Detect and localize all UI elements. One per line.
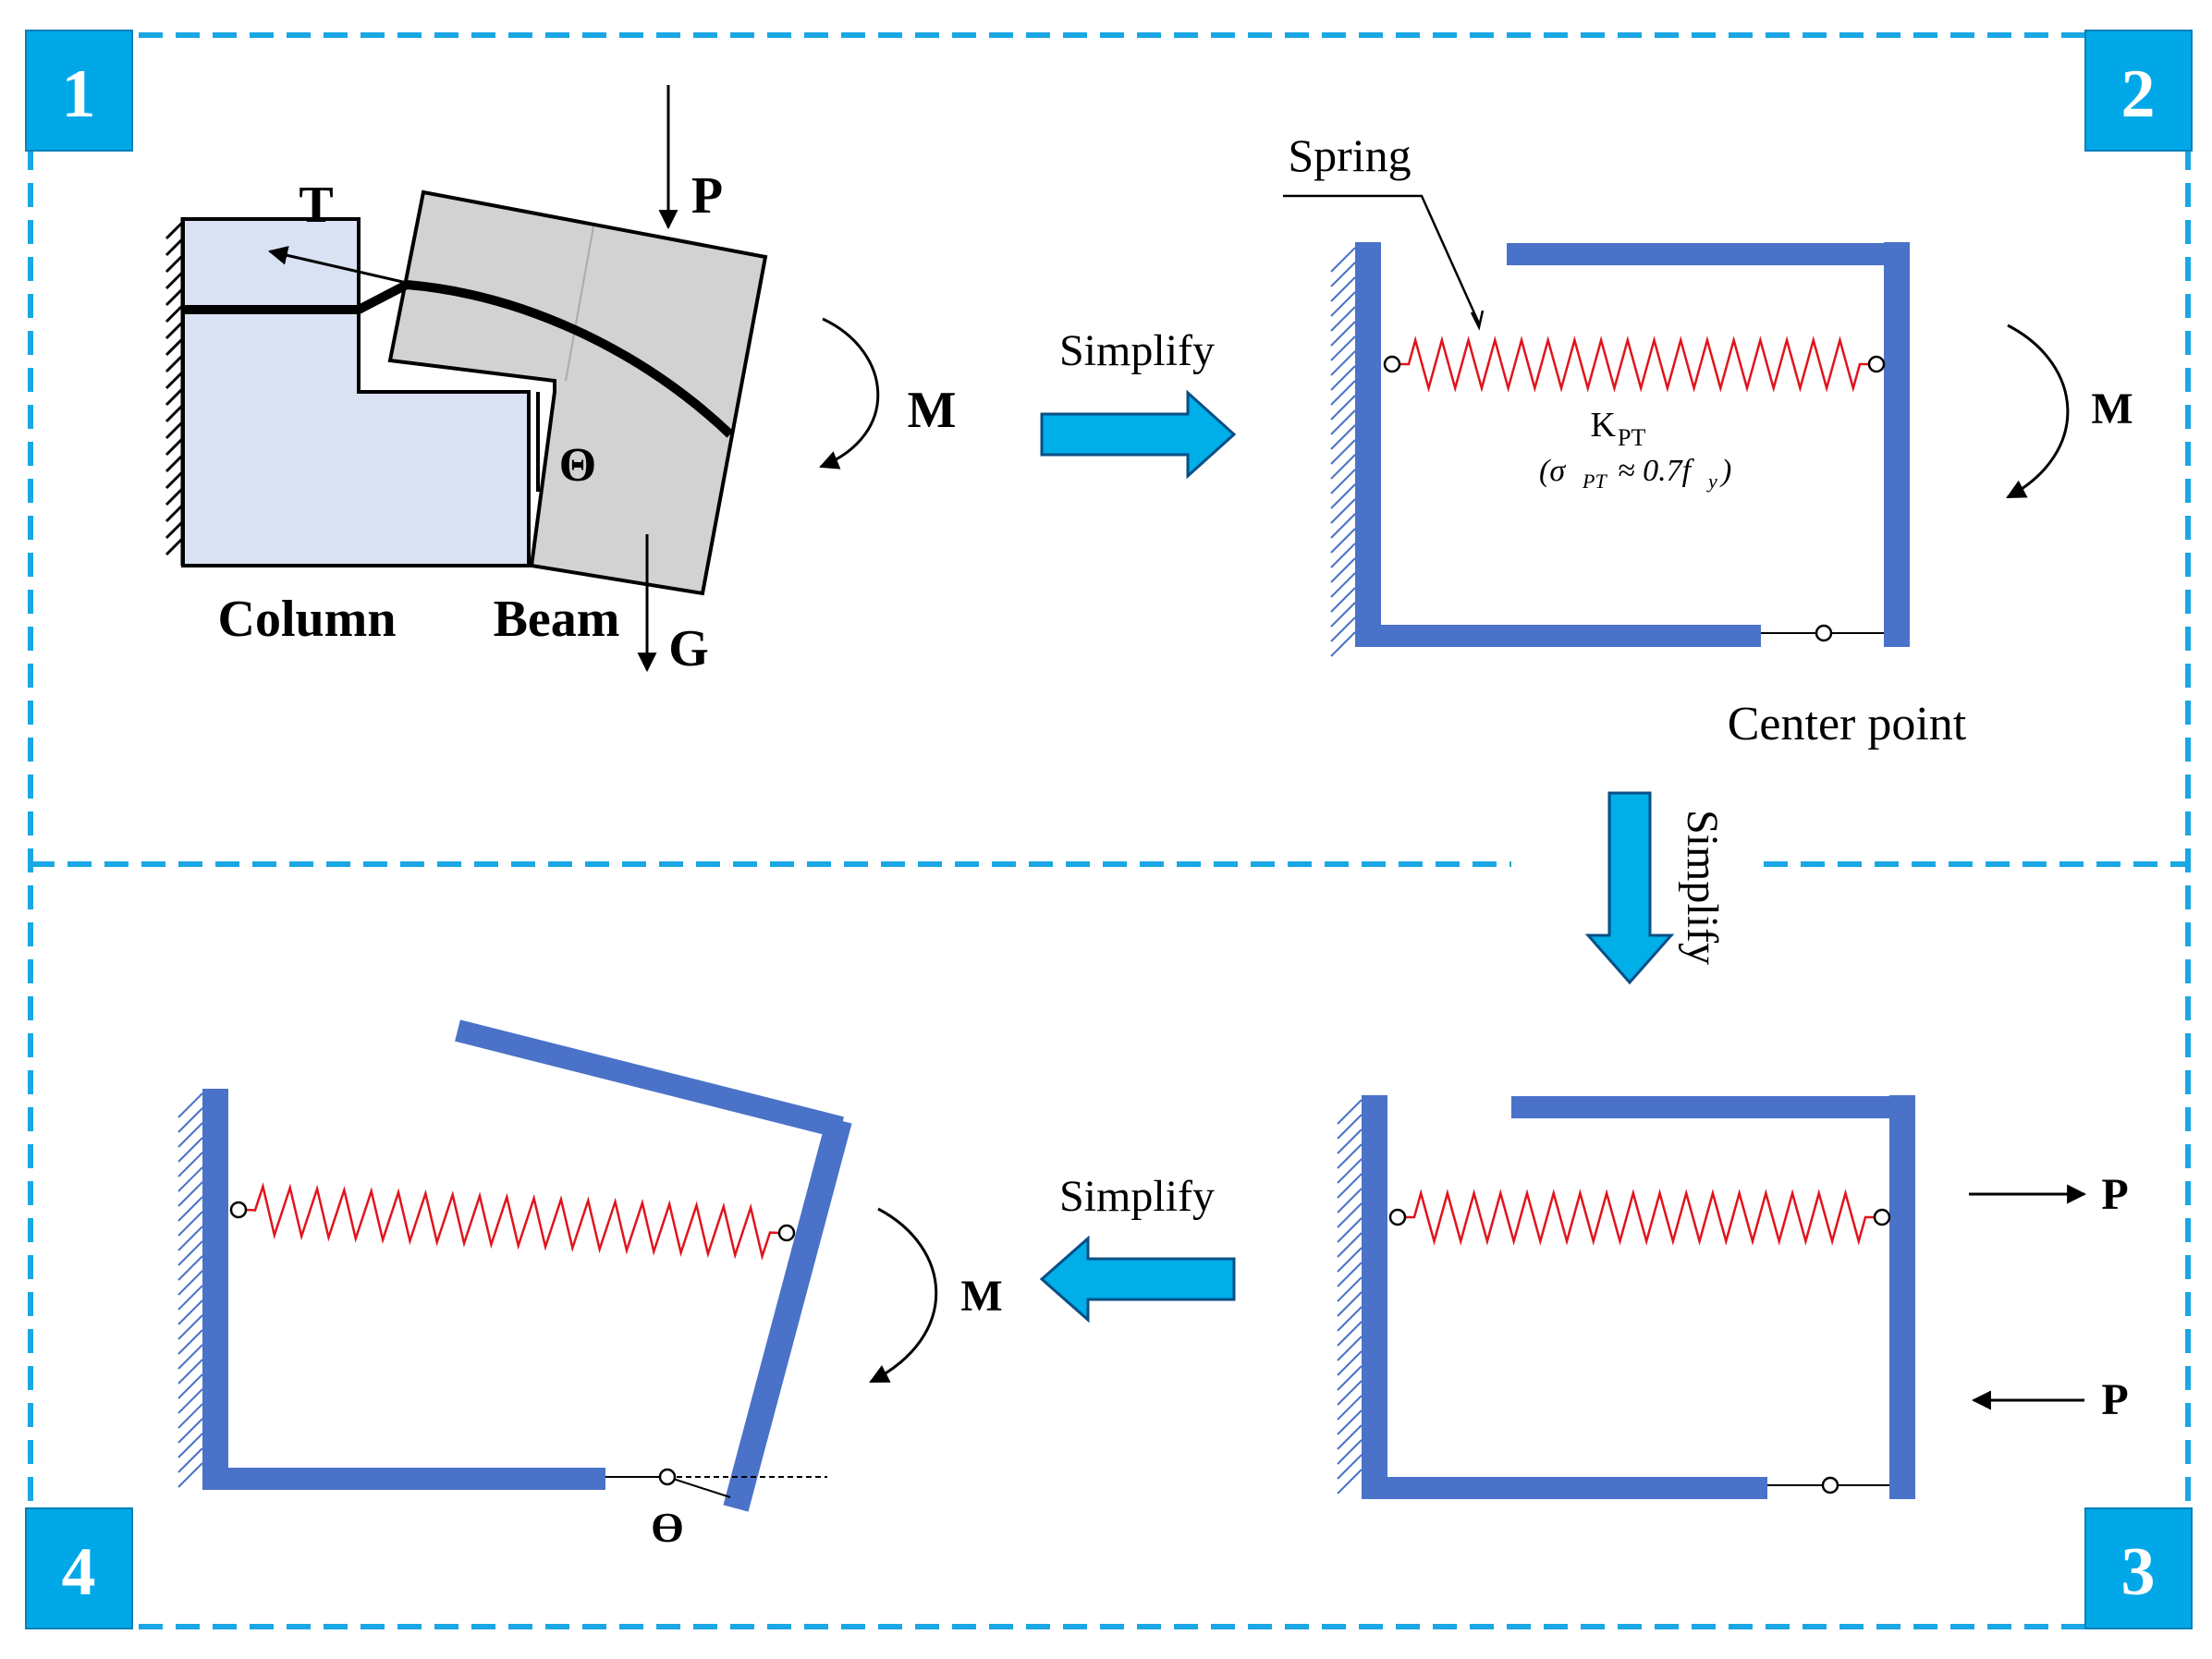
pt-spring-4 xyxy=(245,1182,780,1261)
wall-hatch-2 xyxy=(1330,247,1356,657)
panel-number-2: 2 xyxy=(2121,56,2156,132)
wall-hatch-3 xyxy=(1337,1099,1363,1494)
wall-hatch-4 xyxy=(177,1092,203,1488)
svg-text:PT: PT xyxy=(1582,470,1607,493)
panel-4-model: M ϴ xyxy=(177,1019,1003,1551)
center-point-2 xyxy=(1815,624,1833,642)
label-theta-1: Θ xyxy=(559,439,596,492)
simplify-label-3: Simplify xyxy=(1059,1172,1215,1221)
moment-M-arrow-4 xyxy=(869,1207,938,1384)
tendon-force-arrow xyxy=(267,245,408,285)
simplify-label-2: Simplify xyxy=(1678,810,1727,965)
pt-spring-2 xyxy=(1399,335,1869,393)
panel-badge-4: 4 xyxy=(25,1507,133,1629)
simplify-arrow-left: Simplify xyxy=(1039,1172,1236,1324)
label-P-bottom: P xyxy=(2101,1375,2128,1424)
panel-number-4: 4 xyxy=(62,1534,96,1610)
panel-badge-1: 1 xyxy=(25,30,133,152)
moment-M-arrow-2 xyxy=(2006,323,2070,499)
label-M-2: M xyxy=(2091,384,2133,433)
simplify-label-1: Simplify xyxy=(1059,326,1215,375)
beam-end-plate-4 xyxy=(723,1116,852,1512)
panel-badge-2: 2 xyxy=(2084,30,2193,152)
label-M-4: M xyxy=(960,1272,1002,1321)
label-theta-4: ϴ xyxy=(651,1504,684,1551)
panel-1-joint: T P M Θ G Column Beam xyxy=(165,85,957,677)
label-kpt: K xyxy=(1591,406,1617,445)
panel-3-model: P P xyxy=(1337,1095,2129,1499)
label-T: T xyxy=(299,177,333,234)
svg-text:): ) xyxy=(1719,454,1731,488)
simplify-arrow-down: Simplify xyxy=(1584,791,1727,985)
pt-tendon xyxy=(183,279,734,438)
svg-text:≈ 0.7f: ≈ 0.7f xyxy=(1618,454,1695,488)
label-G: G xyxy=(668,620,709,677)
label-stress: (σ PT ≈ 0.7f y ) xyxy=(1539,454,1731,493)
panel-number-1: 1 xyxy=(62,56,96,132)
label-spring: Spring xyxy=(1288,129,1411,181)
wall-hatch-1 xyxy=(165,220,185,556)
moment-M-arrow-1 xyxy=(819,317,880,470)
svg-text:y: y xyxy=(1706,470,1717,493)
label-P: P xyxy=(691,167,723,225)
label-center-point: Center point xyxy=(1728,698,1967,750)
panel-badge-3: 3 xyxy=(2084,1507,2193,1629)
label-P-top: P xyxy=(2101,1170,2128,1219)
panel-number-3: 3 xyxy=(2121,1534,2156,1610)
svg-text:(σ: (σ xyxy=(1539,454,1566,488)
label-kpt-sub: PT xyxy=(1618,424,1645,451)
label-M-1: M xyxy=(908,382,957,439)
label-column: Column xyxy=(218,591,397,648)
simplify-arrow-right: Simplify xyxy=(1040,326,1237,480)
panel-2-model: Spring K PT (σ PT ≈ 0.7f y ) M Center po… xyxy=(1283,129,2133,750)
label-beam: Beam xyxy=(494,591,620,648)
dashed-frame xyxy=(28,32,2191,1629)
beam-top-flange-4 xyxy=(455,1019,844,1139)
beam-body xyxy=(387,189,768,596)
pt-spring-3 xyxy=(1405,1189,1875,1246)
